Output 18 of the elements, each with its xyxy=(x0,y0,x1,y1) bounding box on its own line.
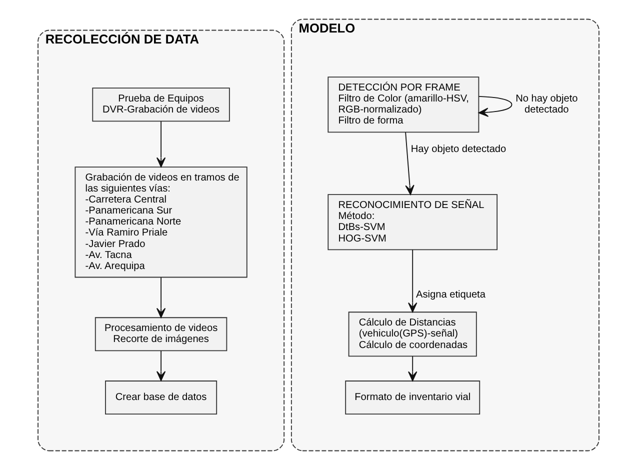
node-box: Cálculo de Distancias (vehiculo(GPS)-señal) Cálculo de coordenadas xyxy=(348,312,477,357)
node-box: Prueba de Equipos DVR-Grabación de videos xyxy=(92,88,230,122)
arrow xyxy=(156,350,166,382)
node-box: RECONOCIMIENTO DE SEÑAL Método: DtBs-SVM HOG-SVM xyxy=(328,194,498,250)
node-box: DETECCIÓN POR FRAME Filtro de Color (amarillo-HSV, RGB-normalizado) Filtro de forma xyxy=(328,76,480,133)
arrow xyxy=(478,96,512,117)
arrow xyxy=(405,132,414,195)
node-box: Crear base de datos xyxy=(105,380,218,414)
arrow xyxy=(156,120,166,168)
arrow xyxy=(408,356,418,382)
node-box: Formato de inventario vial xyxy=(345,380,480,414)
arrow xyxy=(408,249,418,312)
edge-label: No hay objeto detectado xyxy=(516,94,578,116)
node-box: Grabación de videos en tramos de las siguientes vías: -Carretera Central -Panamericana Sur -Panamericana Norte -Vía Ramiro Priale -Javier Prado -Av. Tacna -Av. Arequipa xyxy=(74,166,248,278)
edge-label: Asigna etiqueta xyxy=(416,289,486,300)
node-box: Procesamiento de videos Recorte de imágenes xyxy=(94,317,228,352)
arrow xyxy=(156,277,166,318)
edge-label: Hay objeto detectado xyxy=(410,144,506,156)
